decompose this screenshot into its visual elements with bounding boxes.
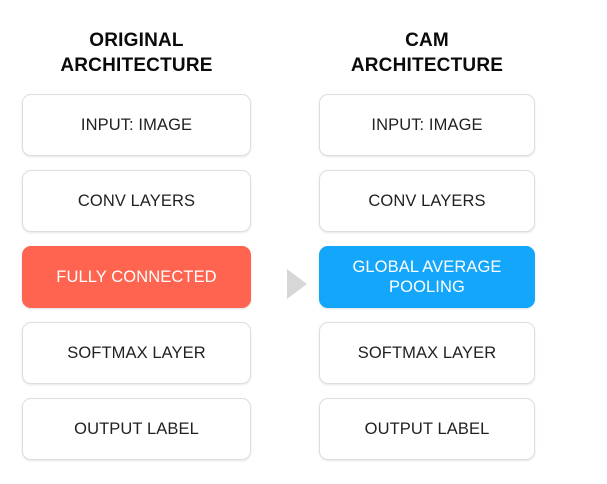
node-label: SOFTMAX LAYER xyxy=(357,344,497,362)
node-softmax-layer-cam[interactable]: SOFTMAX LAYER xyxy=(319,322,535,384)
node-label: INPUT: IMAGE xyxy=(371,116,483,134)
node-global-average-pooling[interactable]: GLOBAL AVERAGE POOLING xyxy=(319,246,535,308)
node-fully-connected[interactable]: FULLY CONNECTED xyxy=(22,246,251,308)
column-cam-architecture: CAM ARCHITECTURE INPUT: IMAGE CONV LAYER… xyxy=(287,0,574,460)
node-label: FULLY CONNECTED xyxy=(56,268,217,286)
node-conv-layers-original[interactable]: CONV LAYERS xyxy=(22,170,251,232)
node-stack-original: INPUT: IMAGE CONV LAYERS FULLY CONNECTED… xyxy=(22,94,251,460)
column-original-architecture: ORIGINAL ARCHITECTURE INPUT: IMAGE CONV … xyxy=(0,0,287,460)
column-title-original: ORIGINAL ARCHITECTURE xyxy=(60,30,213,76)
node-input-image-cam[interactable]: INPUT: IMAGE xyxy=(319,94,535,156)
node-label: CONV LAYERS xyxy=(368,192,486,210)
transition-arrow xyxy=(285,268,309,300)
triangle-right-icon xyxy=(287,269,307,299)
node-label: SOFTMAX LAYER xyxy=(67,344,206,362)
node-label: CONV LAYERS xyxy=(77,192,196,210)
node-output-label-cam[interactable]: OUTPUT LABEL xyxy=(319,398,535,460)
column-title-cam: CAM ARCHITECTURE xyxy=(350,30,504,76)
node-softmax-layer-original[interactable]: SOFTMAX LAYER xyxy=(22,322,251,384)
node-stack-cam: INPUT: IMAGE CONV LAYERS GLOBAL AVERAGE … xyxy=(319,94,535,460)
node-input-image-original[interactable]: INPUT: IMAGE xyxy=(22,94,251,156)
node-label: OUTPUT LABEL xyxy=(364,420,490,438)
node-label: OUTPUT LABEL xyxy=(74,420,199,438)
node-conv-layers-cam[interactable]: CONV LAYERS xyxy=(319,170,535,232)
node-output-label-original[interactable]: OUTPUT LABEL xyxy=(22,398,251,460)
node-label: GLOBAL AVERAGE POOLING xyxy=(352,258,502,296)
node-label: INPUT: IMAGE xyxy=(80,116,193,134)
